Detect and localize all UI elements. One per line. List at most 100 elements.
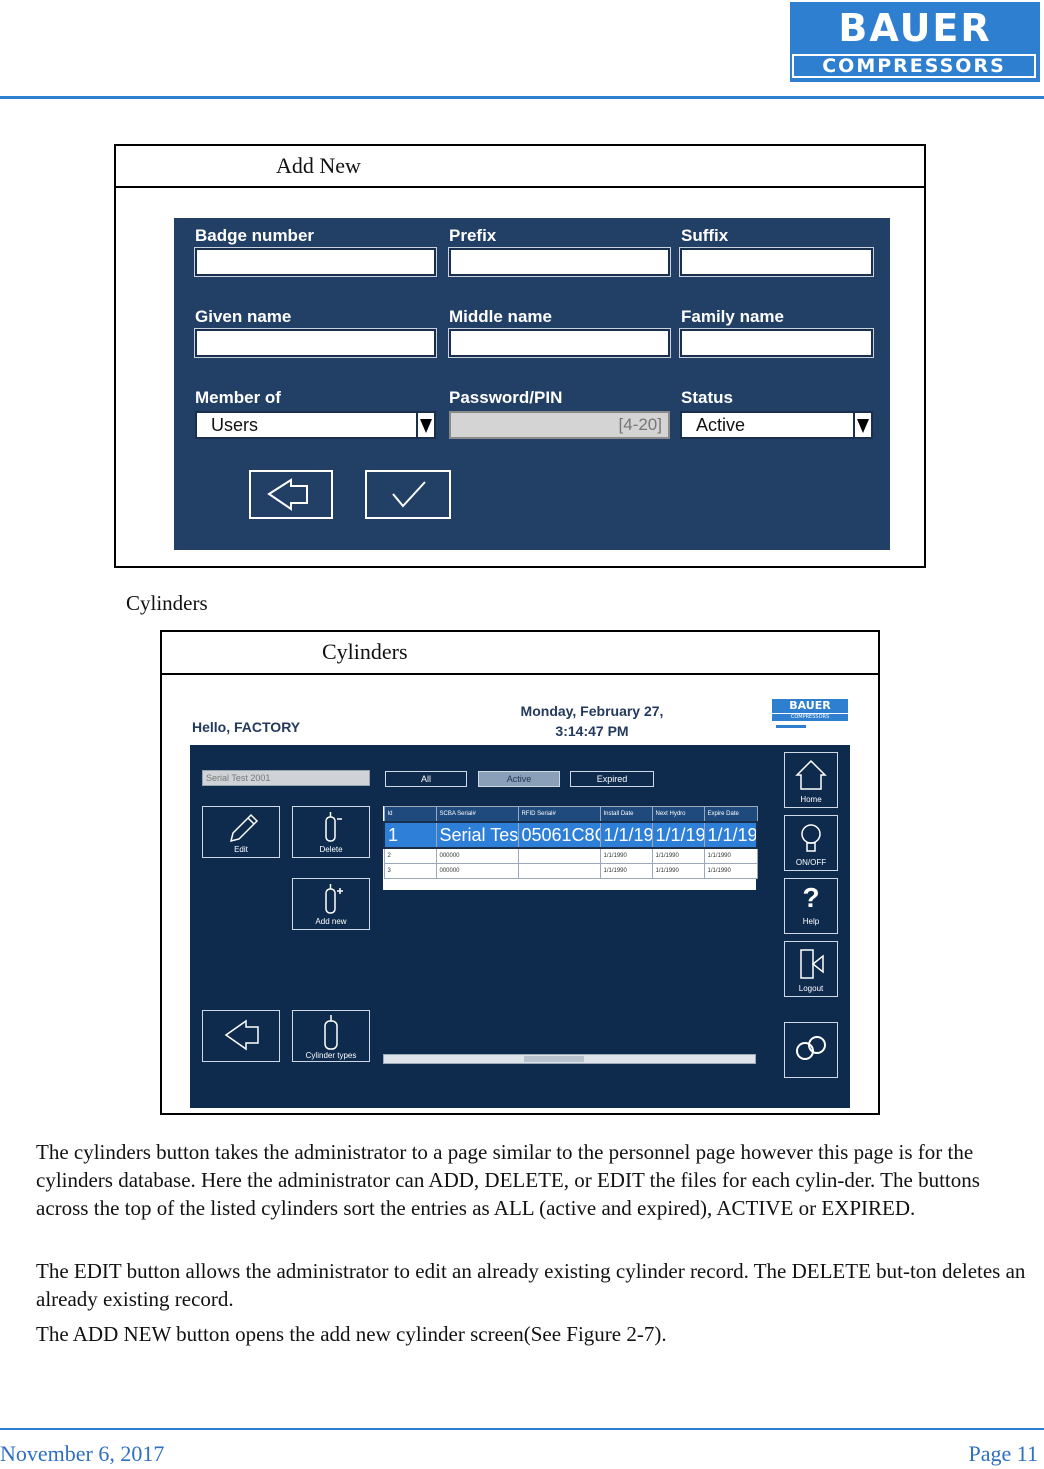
cylinder-types-label: Cylinder types <box>305 1051 357 1060</box>
table-cell: 1/1/1990 <box>599 847 653 864</box>
suffix-input[interactable] <box>679 247 874 277</box>
back-button[interactable] <box>249 470 333 519</box>
cylinders-table-area: Id SCBA Serial# RFID Serial# Install Dat… <box>383 806 758 890</box>
cylinder-plus-icon <box>325 884 343 914</box>
prefix-input[interactable] <box>448 247 671 277</box>
table-cell: 000000 <box>435 847 519 864</box>
table-cell: 1/1/1990 <box>703 821 758 849</box>
given-name-label: Given name <box>195 307 292 326</box>
bauer-logo: BAUER COMPRESSORS <box>790 2 1040 82</box>
home-icon <box>795 759 827 790</box>
confirm-button[interactable] <box>365 470 451 519</box>
checkmark-icon <box>392 481 426 508</box>
family-name-input[interactable] <box>679 328 874 358</box>
cylinder-types-button[interactable]: Cylinder types <box>292 1010 370 1062</box>
back-arrow-icon <box>224 1019 259 1051</box>
filter-active-button[interactable]: Active <box>478 771 560 787</box>
prefix-label: Prefix <box>449 226 497 245</box>
table-cell: 1/1/1990 <box>651 847 705 864</box>
paragraph-2: The EDIT button allows the administrator… <box>36 1259 1026 1311</box>
table-cell: 1 <box>383 821 437 849</box>
password-label: Password/PIN <box>449 388 563 407</box>
search-input[interactable]: Serial Test 2001 <box>202 770 370 786</box>
paragraph-1: The cylinders button takes the administr… <box>36 1140 980 1220</box>
cylinders-title-divider <box>160 673 880 675</box>
filter-all-button[interactable]: All <box>385 771 467 787</box>
mini-logo-bottom: COMPRESSORS <box>772 714 848 721</box>
pencil-icon <box>229 813 259 843</box>
cylinders-table: Id SCBA Serial# RFID Serial# Install Dat… <box>383 806 758 879</box>
logout-label: Logout <box>798 984 824 993</box>
add-new-label: Add new <box>315 917 347 926</box>
cylinders-dark-panel <box>190 745 850 1108</box>
help-label: Help <box>802 917 820 926</box>
logout-door-icon <box>800 949 824 979</box>
col-id[interactable]: Id <box>383 806 437 823</box>
family-name-label: Family name <box>681 307 784 326</box>
mini-bauer-logo: BAUER COMPRESSORS <box>772 699 848 737</box>
badge-number-input[interactable] <box>194 247 437 277</box>
delete-label: Delete <box>319 845 343 854</box>
logo-bottom-text: COMPRESSORS <box>792 54 1036 78</box>
cylinder-minus-icon <box>325 812 342 842</box>
table-cell: 1/1/1990 <box>703 863 758 879</box>
table-cell: 1/1/1990 <box>599 821 653 849</box>
edit-label: Edit <box>234 845 248 854</box>
footer-date: November 6, 2017 <box>0 1441 165 1466</box>
add-new-button[interactable]: Add new <box>292 878 370 930</box>
given-name-input[interactable] <box>194 328 437 358</box>
member-of-select[interactable]: Users <box>195 411 436 439</box>
onoff-label: ON/OFF <box>795 858 827 867</box>
badge-number-label: Badge number <box>195 226 315 245</box>
logout-button[interactable]: Logout <box>784 941 838 997</box>
table-cell: 1/1/1990 <box>651 821 705 849</box>
table-cell: 1/1/1990 <box>703 847 758 864</box>
footer-rule <box>0 1428 1044 1430</box>
cylinder-icon <box>324 1015 338 1050</box>
logo-top-text: BAUER <box>838 6 992 50</box>
table-cell <box>517 863 601 879</box>
table-cell <box>517 847 601 864</box>
help-button[interactable]: ? Help <box>784 878 838 934</box>
time-text: 3:14:47 PM <box>555 723 629 739</box>
col-scba-serial[interactable]: SCBA Serial# <box>435 806 519 823</box>
col-expire-date[interactable]: Expire Date <box>703 806 758 823</box>
lightbulb-icon <box>801 824 821 852</box>
home-label: Home <box>800 795 822 804</box>
scrollbar-thumb[interactable] <box>524 1056 584 1062</box>
chevron-down-icon[interactable] <box>853 413 871 437</box>
middle-name-label: Middle name <box>449 307 552 326</box>
delete-button[interactable]: Delete <box>292 806 370 858</box>
horizontal-scrollbar[interactable] <box>383 1054 756 1064</box>
cylinders-back-button[interactable] <box>202 1010 280 1062</box>
greeting-text: Hello, FACTORY <box>192 719 301 735</box>
member-of-label: Member of <box>195 388 281 407</box>
filter-expired-button[interactable]: Expired <box>570 771 654 787</box>
table-cell: 1/1/1990 <box>651 863 705 879</box>
add-new-title-divider <box>114 186 926 188</box>
status-select[interactable]: Active <box>680 411 873 439</box>
suffix-label: Suffix <box>681 226 729 245</box>
footer-page: Page 11 <box>968 1441 1038 1466</box>
mini-logo-bar <box>776 725 806 728</box>
onoff-button[interactable]: ON/OFF <box>784 815 838 871</box>
table-row[interactable]: 1 Serial Test 2001 05061C8C0B0ED0 1/1/19… <box>383 821 758 849</box>
link-rings-icon <box>796 1036 826 1060</box>
table-cell: 2 <box>383 847 437 864</box>
mini-logo-top: BAUER <box>772 699 848 713</box>
table-row[interactable]: 2 000000 1/1/1990 1/1/1990 1/1/1990 <box>383 847 758 864</box>
settings-button[interactable] <box>784 1022 838 1078</box>
status-label: Status <box>681 388 733 407</box>
col-install-date[interactable]: Install Date <box>599 806 653 823</box>
table-cell: 3 <box>383 863 437 879</box>
col-rfid-serial[interactable]: RFID Serial# <box>517 806 601 823</box>
password-input[interactable]: [4-20] <box>449 411 670 439</box>
edit-button[interactable]: Edit <box>202 806 280 858</box>
chevron-down-icon[interactable] <box>416 413 434 437</box>
table-row[interactable]: 3 000000 1/1/1990 1/1/1990 1/1/1990 <box>383 863 758 879</box>
home-button[interactable]: Home <box>784 752 838 808</box>
middle-name-input[interactable] <box>448 328 671 358</box>
col-next-hydro[interactable]: Next Hydro <box>651 806 705 823</box>
table-cell: 05061C8C0B0ED0 <box>517 821 601 849</box>
back-arrow-icon <box>267 478 308 511</box>
